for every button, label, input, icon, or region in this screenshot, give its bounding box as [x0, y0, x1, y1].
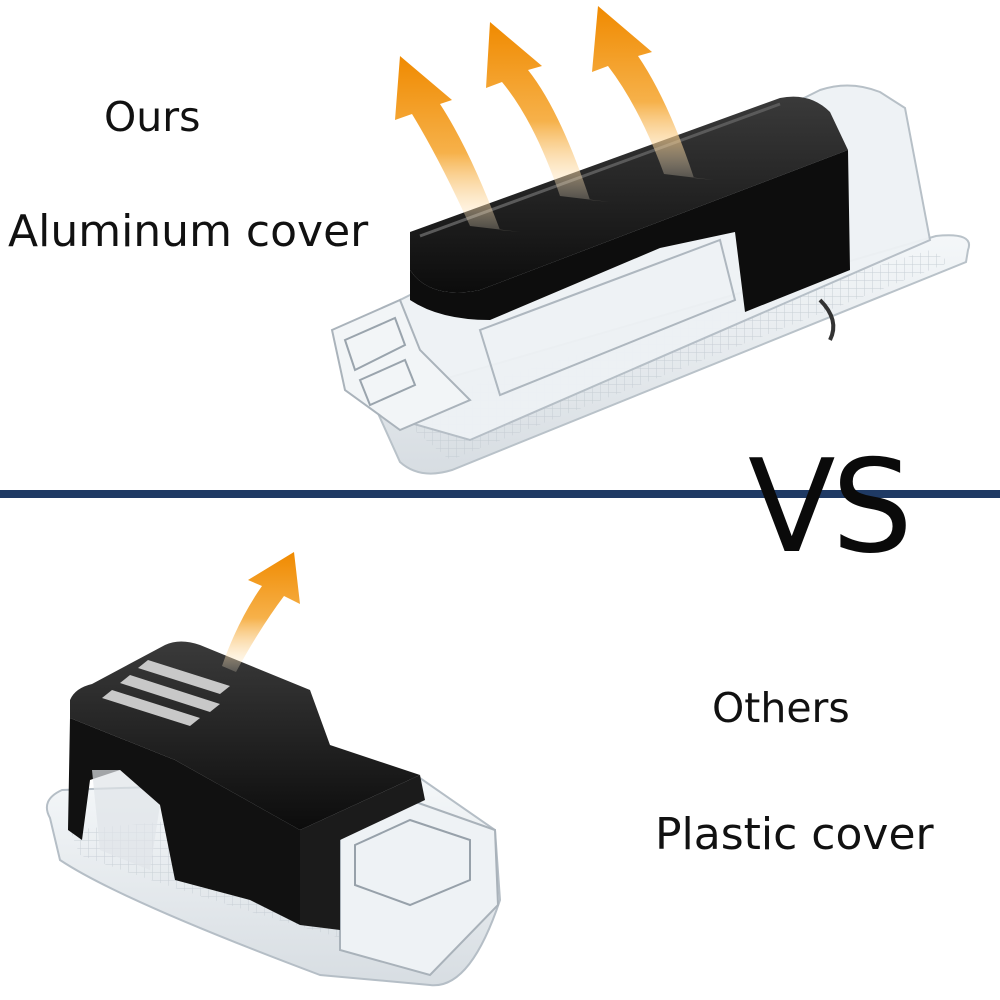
plastic-cover-label: Plastic cover	[655, 809, 934, 860]
vs-label: VS	[748, 433, 913, 582]
plastic-cover-light	[46, 641, 502, 987]
vs-divider-line	[0, 490, 1000, 498]
aluminum-cover-label: Aluminum cover	[8, 206, 369, 257]
aluminum-cover-light	[330, 84, 971, 475]
heat-arrow-icon	[222, 552, 300, 672]
heat-arrow-icon	[395, 6, 714, 232]
ours-label: Ours	[104, 93, 201, 141]
others-label: Others	[712, 684, 850, 732]
